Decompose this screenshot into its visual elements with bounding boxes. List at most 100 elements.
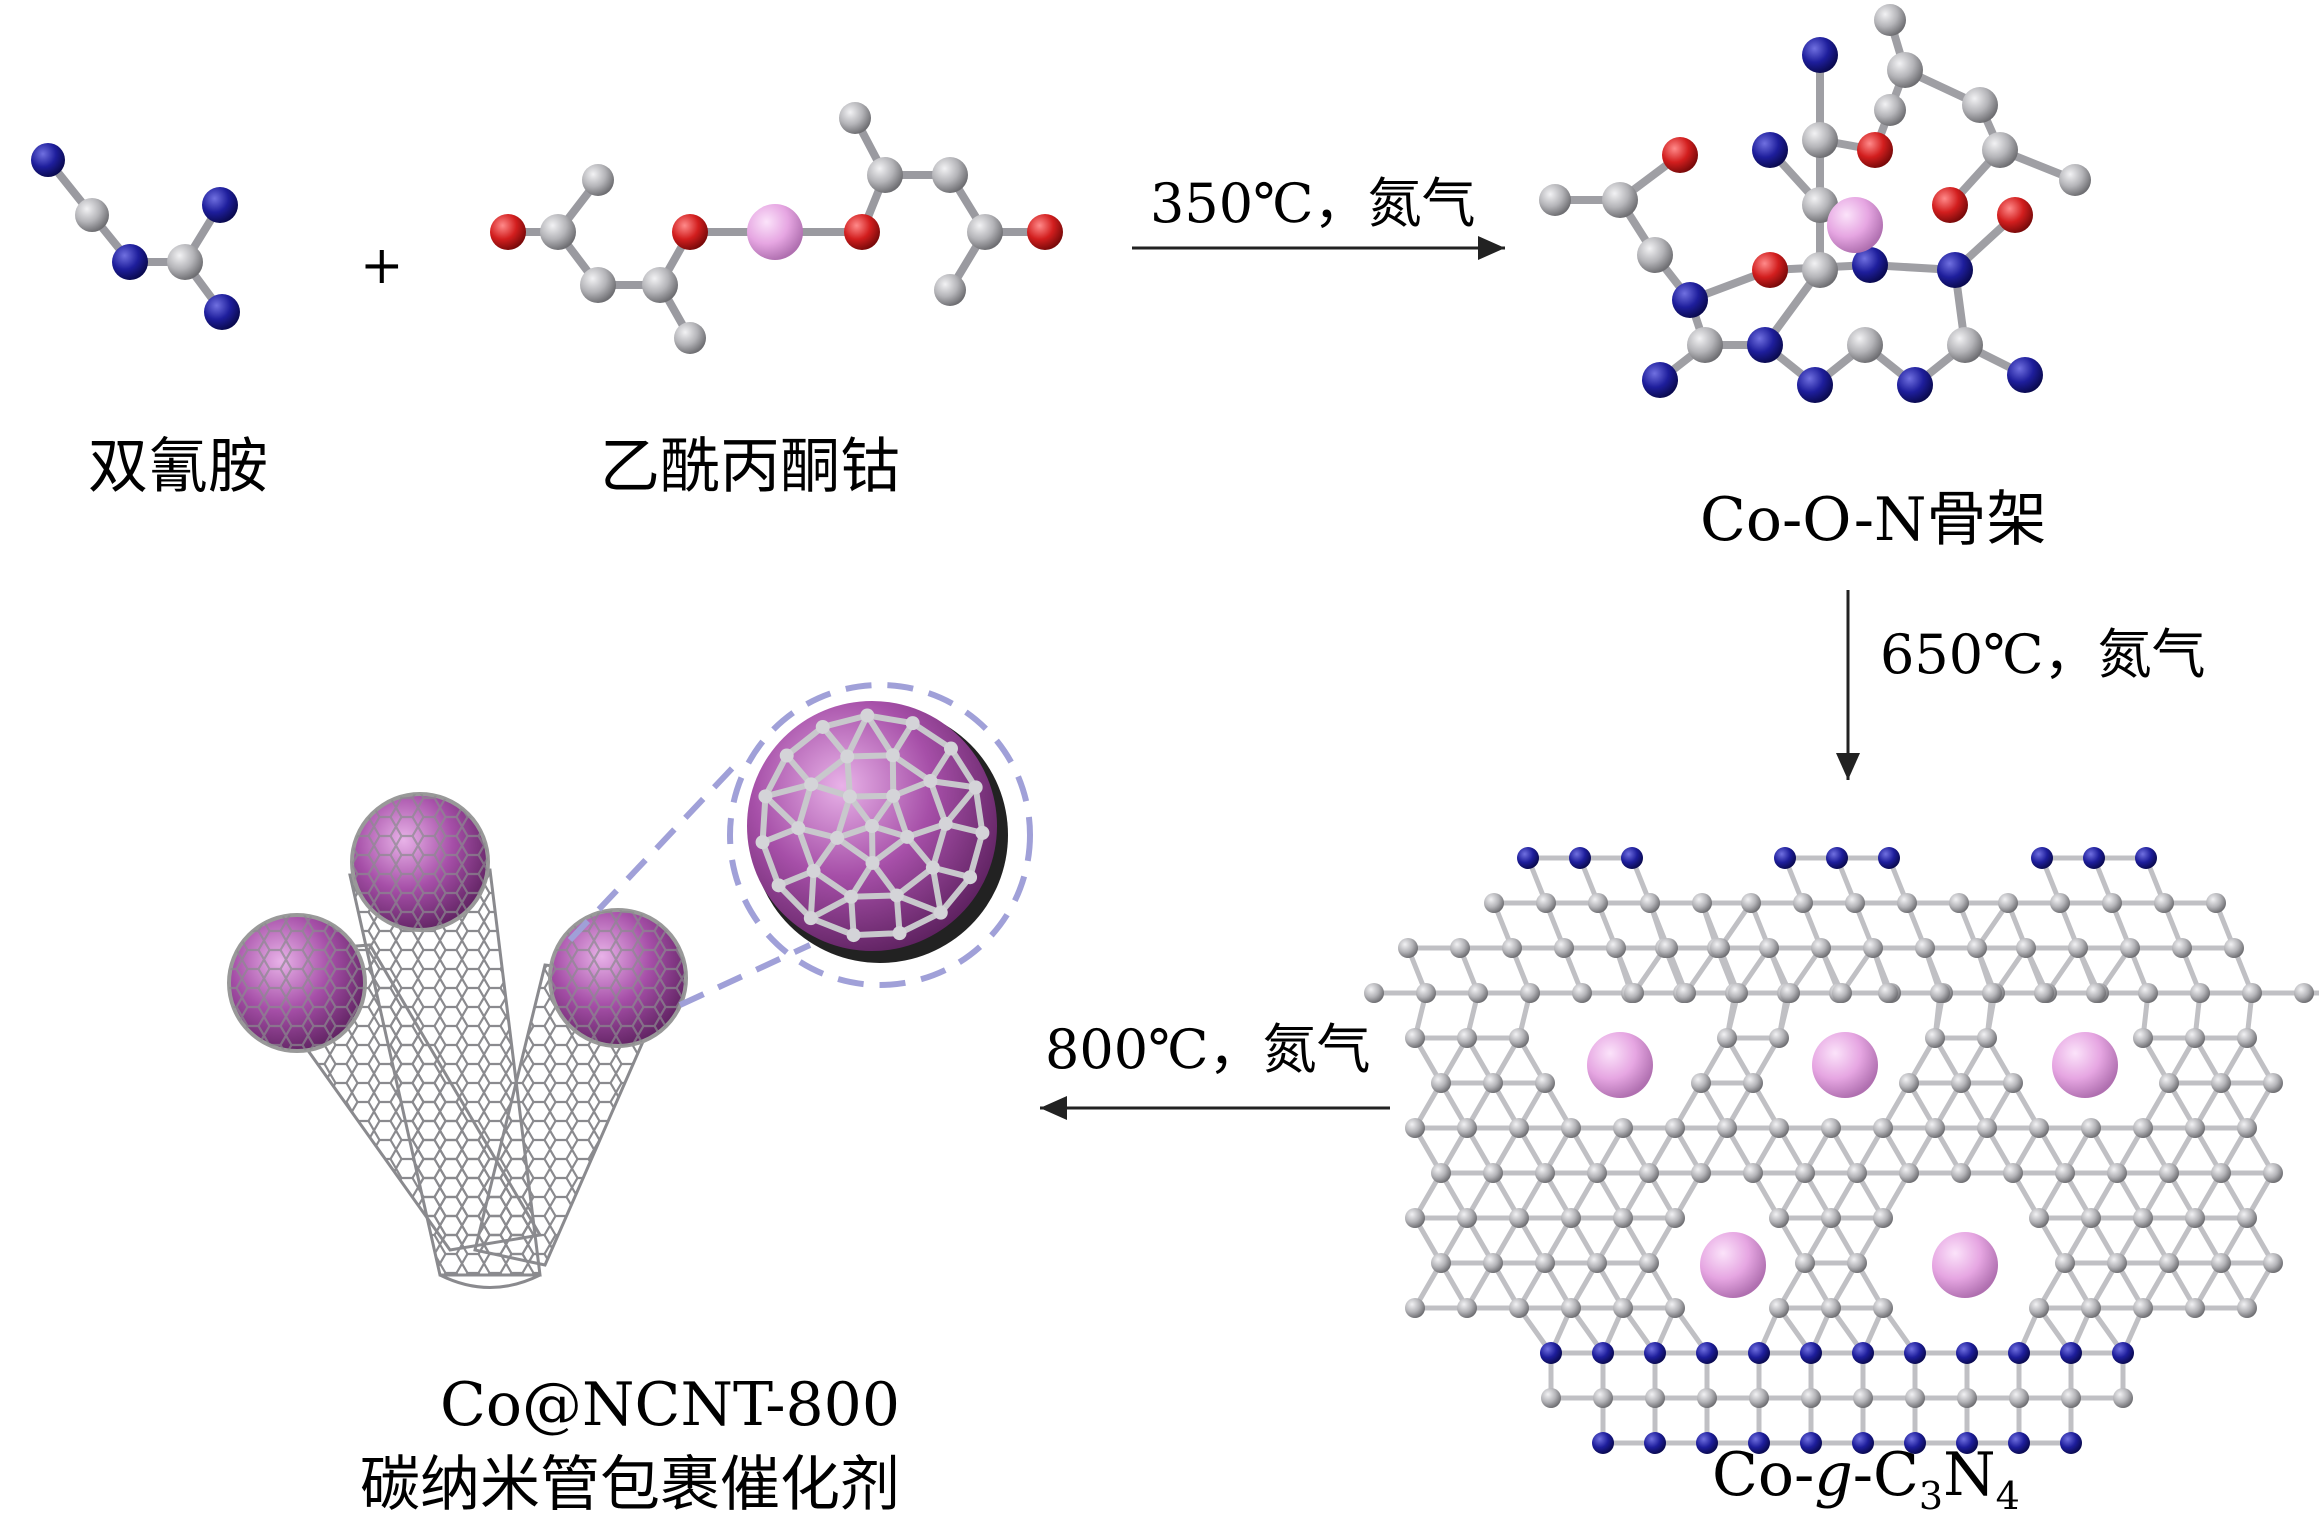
label-co-g-c3n4: Co-g-C3N4 — [1712, 1440, 2020, 1518]
carbon-atom — [1998, 893, 2018, 913]
carbon-atom — [1587, 1163, 1607, 1183]
nitrogen-atom — [1852, 1342, 1874, 1364]
label-catalyst-name: Co@NCNT-800 — [440, 1370, 900, 1440]
carbon-atom — [2242, 983, 2262, 1003]
carbon-atom — [2237, 1298, 2257, 1318]
cobalt-atom — [1812, 1032, 1878, 1098]
carbon-atom — [2003, 1073, 2023, 1093]
fullerene-atom — [843, 789, 857, 803]
cobalt-atom — [2052, 1032, 2118, 1098]
fullerene-atom — [963, 870, 977, 884]
nitrogen-atom — [1800, 1342, 1822, 1364]
label-catalyst-description: 碳纳米管包裹催化剂 — [360, 1450, 900, 1520]
fullerene-atom — [772, 878, 786, 892]
nitrogen-atom — [2031, 847, 2053, 869]
fullerene-atom — [830, 831, 844, 845]
carbon-atom — [1561, 1298, 1581, 1318]
nitrogen-atom — [2060, 1432, 2082, 1454]
carbon-atom — [1982, 983, 2002, 1003]
carbon-atom — [1535, 1253, 1555, 1273]
carbon-atom — [1520, 983, 1540, 1003]
fullerene-atom — [816, 720, 830, 734]
nitrogen-atom — [1540, 1342, 1562, 1364]
carbon-atom — [1587, 1253, 1607, 1273]
fullerene-atom — [934, 906, 948, 920]
carbon-atom — [2107, 1163, 2127, 1183]
co-o-n-framework-structure — [1539, 4, 2091, 403]
carbon-atom — [2133, 1208, 2153, 1228]
carbon-atom — [1769, 1028, 1789, 1048]
fullerene-atom — [840, 750, 854, 764]
fullerene-bond — [811, 871, 814, 918]
carbon-atom — [2159, 1073, 2179, 1093]
cobalt-atom — [1587, 1032, 1653, 1098]
carbon-atom — [1873, 1298, 1893, 1318]
carbon-atom — [1509, 1028, 1529, 1048]
carbon-atom — [1535, 1073, 1555, 1093]
label-cobalt-acac: 乙酰丙酮钴 — [600, 432, 900, 502]
carbon-atom — [1847, 1253, 1867, 1273]
nitrogen-atom — [1569, 847, 1591, 869]
nitrogen-atom — [1644, 1432, 1666, 1454]
carbon-atom — [1951, 1073, 1971, 1093]
carbon-atom — [1795, 1163, 1815, 1183]
carbon-atom — [2029, 1118, 2049, 1138]
carbon-atom — [2009, 1388, 2029, 1408]
carbon-atom — [1398, 938, 1418, 958]
carbon-atom — [1759, 938, 1779, 958]
carbon-atom — [1561, 1208, 1581, 1228]
carbon-atom — [1561, 1118, 1581, 1138]
carbon-atom — [1728, 983, 1748, 1003]
carbon-atom — [2185, 1208, 2205, 1228]
cobalt-atom — [1932, 1232, 1998, 1298]
fullerene-atom — [926, 861, 940, 875]
fullerene-atom — [906, 716, 920, 730]
carbon-atom — [2102, 893, 2122, 913]
carbon-atom — [2120, 938, 2140, 958]
carbon-atom — [1832, 983, 1852, 1003]
carbon-atom — [2159, 1163, 2179, 1183]
carbon-atom — [1769, 1118, 1789, 1138]
fullerene-atom — [780, 749, 794, 763]
carbon-atom — [2133, 1298, 2153, 1318]
carbon-atom — [1405, 1028, 1425, 1048]
dicyandiamide-molecule — [31, 143, 240, 330]
carbon-atom — [2081, 1298, 2101, 1318]
fullerene-atom — [893, 926, 907, 940]
carbon-atom — [1613, 1298, 1633, 1318]
co-g-c3n4-sheet — [1364, 847, 2319, 1454]
carbon-atom — [2294, 983, 2314, 1003]
carbon-atom — [1658, 938, 1678, 958]
carbon-atom — [2133, 1028, 2153, 1048]
carbon-nanotubes — [229, 794, 686, 1288]
carbon-atom — [1691, 1163, 1711, 1183]
carbon-atom — [1717, 1028, 1737, 1048]
fullerene-atom — [890, 888, 904, 902]
nitrogen-atom — [2083, 847, 2105, 869]
carbon-atom — [2211, 1163, 2231, 1183]
fullerene-atom — [758, 789, 772, 803]
carbon-atom — [1624, 983, 1644, 1003]
label-step2-condition: 650℃，氮气 — [1880, 623, 2205, 686]
fullerene-atom — [804, 777, 818, 791]
carbon-atom — [1364, 983, 1384, 1003]
carbon-atom — [2185, 1298, 2205, 1318]
carbon-atom — [1811, 938, 1831, 958]
carbon-atom — [1554, 938, 1574, 958]
cobalt-particle-cap-middle — [352, 794, 488, 930]
carbon-atom — [1905, 1388, 1925, 1408]
carbon-atom — [2185, 1118, 2205, 1138]
carbon-atom — [2003, 1163, 2023, 1183]
carbon-atom — [1639, 1253, 1659, 1273]
nitrogen-atom — [2112, 1342, 2134, 1364]
nitrogen-atom — [2135, 847, 2157, 869]
carbon-atom — [1717, 1118, 1737, 1138]
carbon-atom — [1780, 983, 1800, 1003]
fullerene-atom — [804, 911, 818, 925]
carbon-atom — [1457, 1298, 1477, 1318]
fullerene-atom — [886, 748, 900, 762]
fullerene-atom — [944, 742, 958, 756]
fullerene-atom — [900, 830, 914, 844]
nitrogen-atom — [1956, 1342, 1978, 1364]
carbon-atom — [1665, 1118, 1685, 1138]
